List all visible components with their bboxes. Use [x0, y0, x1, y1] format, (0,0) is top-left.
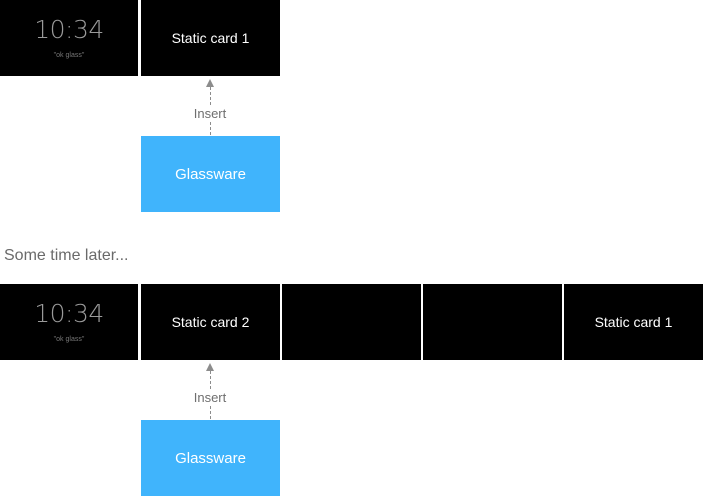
caption-some-time-later: Some time later...: [4, 247, 129, 264]
blank-card-a: [282, 284, 421, 360]
ok-glass-hint: "ok glass": [53, 336, 85, 343]
blank-card-b: [423, 284, 562, 360]
clock-card-bottom: 10:34 "ok glass": [0, 284, 138, 360]
glassware-label: Glassware: [175, 449, 246, 467]
arrow-up-icon: [206, 79, 214, 87]
arrow-up-icon: [206, 363, 214, 371]
insert-label: Insert: [180, 106, 240, 121]
card-label: Static card 2: [171, 314, 250, 330]
card-label: Static card 1: [171, 30, 250, 46]
static-card-1-bottom: Static card 1: [564, 284, 703, 360]
clock-time: 10:34: [34, 15, 104, 44]
static-card-1-top: Static card 1: [141, 0, 280, 76]
clock-card-top: 10:34 "ok glass": [0, 0, 138, 76]
ok-glass-hint: "ok glass": [53, 52, 85, 59]
card-label: Static card 1: [594, 314, 673, 330]
insert-label: Insert: [180, 390, 240, 405]
glassware-box-bottom: Glassware: [141, 420, 280, 496]
glassware-label: Glassware: [175, 165, 246, 183]
clock-time: 10:34: [34, 299, 104, 328]
static-card-2-bottom: Static card 2: [141, 284, 280, 360]
glassware-box-top: Glassware: [141, 136, 280, 212]
